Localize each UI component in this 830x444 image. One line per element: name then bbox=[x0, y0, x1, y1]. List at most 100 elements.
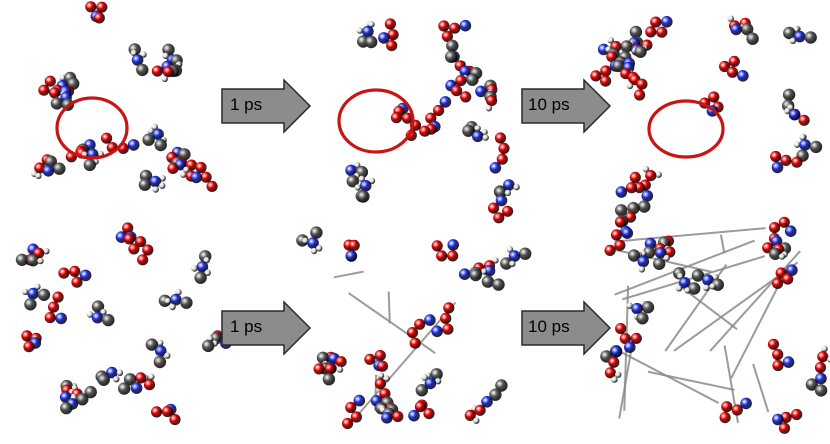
hydrogen-atom bbox=[703, 284, 710, 291]
hydrogen-atom bbox=[316, 245, 323, 252]
oxygen-atom bbox=[449, 22, 461, 34]
nitrogen-atom bbox=[503, 179, 515, 191]
oxygen-atom bbox=[23, 341, 35, 353]
nitrogen-atom bbox=[508, 250, 521, 262]
oxygen-atom bbox=[656, 26, 668, 38]
nitrogen-atom bbox=[381, 412, 393, 424]
oxygen-atom bbox=[608, 356, 620, 368]
carbon-atom bbox=[688, 282, 701, 295]
hydrogen-atom bbox=[663, 254, 670, 262]
oxygen-atom bbox=[460, 91, 472, 103]
nitrogen-atom bbox=[91, 311, 104, 324]
carbon-atom bbox=[154, 138, 167, 152]
carbon-atom bbox=[769, 247, 782, 260]
hydrogen-atom bbox=[383, 375, 390, 382]
nitrogen-atom bbox=[475, 85, 487, 98]
nitrogen-atom bbox=[481, 396, 493, 408]
oxygen-atom bbox=[38, 84, 50, 96]
oxygen-atom bbox=[708, 91, 720, 103]
carbon-atom bbox=[653, 257, 666, 270]
stretched-bond bbox=[614, 239, 755, 296]
hydrogen-atom bbox=[642, 166, 650, 173]
oxygen-atom bbox=[85, 1, 97, 13]
oxygen-atom bbox=[488, 202, 500, 214]
nitrogen-atom bbox=[489, 162, 502, 174]
carbon-atom bbox=[615, 204, 628, 217]
oxygen-atom bbox=[350, 411, 362, 423]
nitrogen-atom bbox=[431, 325, 443, 338]
carbon-atom bbox=[138, 178, 152, 191]
oxygen-atom bbox=[814, 361, 827, 374]
hydrogen-atom bbox=[492, 257, 499, 264]
nitrogen-atom bbox=[483, 264, 496, 277]
hydrogen-atom bbox=[164, 297, 172, 305]
hydrogen-atom bbox=[709, 283, 716, 290]
oxygen-atom bbox=[772, 277, 784, 289]
nitrogen-atom bbox=[782, 356, 795, 368]
carbon-atom bbox=[446, 39, 459, 52]
nitrogen-atom bbox=[615, 186, 628, 198]
hydrogen-atom bbox=[434, 378, 442, 385]
hydrogen-atom bbox=[175, 289, 182, 296]
carbon-atom bbox=[612, 59, 625, 73]
oxygen-atom bbox=[433, 104, 445, 117]
hydrogen-atom bbox=[827, 356, 830, 363]
oxygen-atom bbox=[780, 154, 792, 166]
carbon-atom bbox=[310, 226, 323, 239]
oxygen-atom bbox=[630, 332, 642, 344]
carbon-atom bbox=[691, 269, 705, 282]
hydrogen-atom bbox=[821, 345, 828, 353]
hydrogen-atom bbox=[148, 373, 155, 381]
hydrogen-atom bbox=[147, 127, 155, 135]
carbon-atom bbox=[627, 249, 641, 262]
oxygen-atom bbox=[392, 410, 404, 423]
oxygen-atom bbox=[135, 372, 147, 384]
oxygen-atom bbox=[135, 236, 147, 248]
arrow-bottom-2 bbox=[521, 300, 612, 356]
oxygen-atom bbox=[636, 78, 648, 90]
oxygen-atom bbox=[772, 359, 784, 372]
nitrogen-atom bbox=[495, 194, 508, 207]
oxygen-atom bbox=[195, 161, 207, 174]
snapshot-bottom-initial bbox=[15, 222, 234, 426]
oxygen-atom bbox=[721, 401, 733, 413]
carbon-atom bbox=[91, 300, 105, 313]
hydrogen-atom bbox=[34, 283, 41, 290]
oxygen-atom bbox=[142, 244, 154, 256]
oxygen-atom bbox=[600, 65, 612, 77]
oxygen-atom bbox=[442, 323, 454, 335]
oxygen-atom bbox=[406, 327, 419, 339]
hydrogen-atom bbox=[799, 134, 806, 141]
oxygen-atom bbox=[769, 222, 781, 234]
carbon-atom bbox=[782, 88, 796, 102]
hydrogen-atom bbox=[159, 175, 166, 182]
hydrogen-atom bbox=[473, 417, 480, 424]
carbon-atom bbox=[445, 50, 458, 63]
oxygen-atom bbox=[335, 356, 347, 368]
stretched-bond bbox=[647, 370, 735, 391]
hydrogen-atom bbox=[356, 27, 364, 34]
nitrogen-atom bbox=[624, 341, 636, 354]
arrow-label-top-2: 10 ps bbox=[528, 95, 570, 114]
nitrogen-atom bbox=[359, 180, 372, 192]
carbon-atom bbox=[84, 385, 97, 399]
oxygen-atom bbox=[645, 170, 657, 182]
carbon-atom bbox=[804, 31, 817, 44]
hydrogen-atom bbox=[152, 186, 159, 193]
nitrogen-atom bbox=[784, 225, 797, 237]
nitrogen-atom bbox=[424, 377, 437, 390]
oxygen-atom bbox=[498, 142, 510, 154]
hydrogen-atom bbox=[655, 171, 662, 178]
oxygen-atom bbox=[419, 125, 431, 137]
oxygen-atom bbox=[386, 40, 398, 52]
oxygen-atom bbox=[731, 404, 743, 416]
carbon-atom bbox=[620, 40, 633, 53]
snapshot-top-initial bbox=[31, 1, 218, 193]
oxygen-atom bbox=[719, 412, 731, 424]
nitrogen-atom bbox=[772, 413, 784, 426]
carbon-atom bbox=[15, 253, 29, 266]
carbon-atom bbox=[641, 301, 655, 314]
oxygen-atom bbox=[313, 363, 325, 375]
stretched-bond bbox=[333, 270, 364, 279]
